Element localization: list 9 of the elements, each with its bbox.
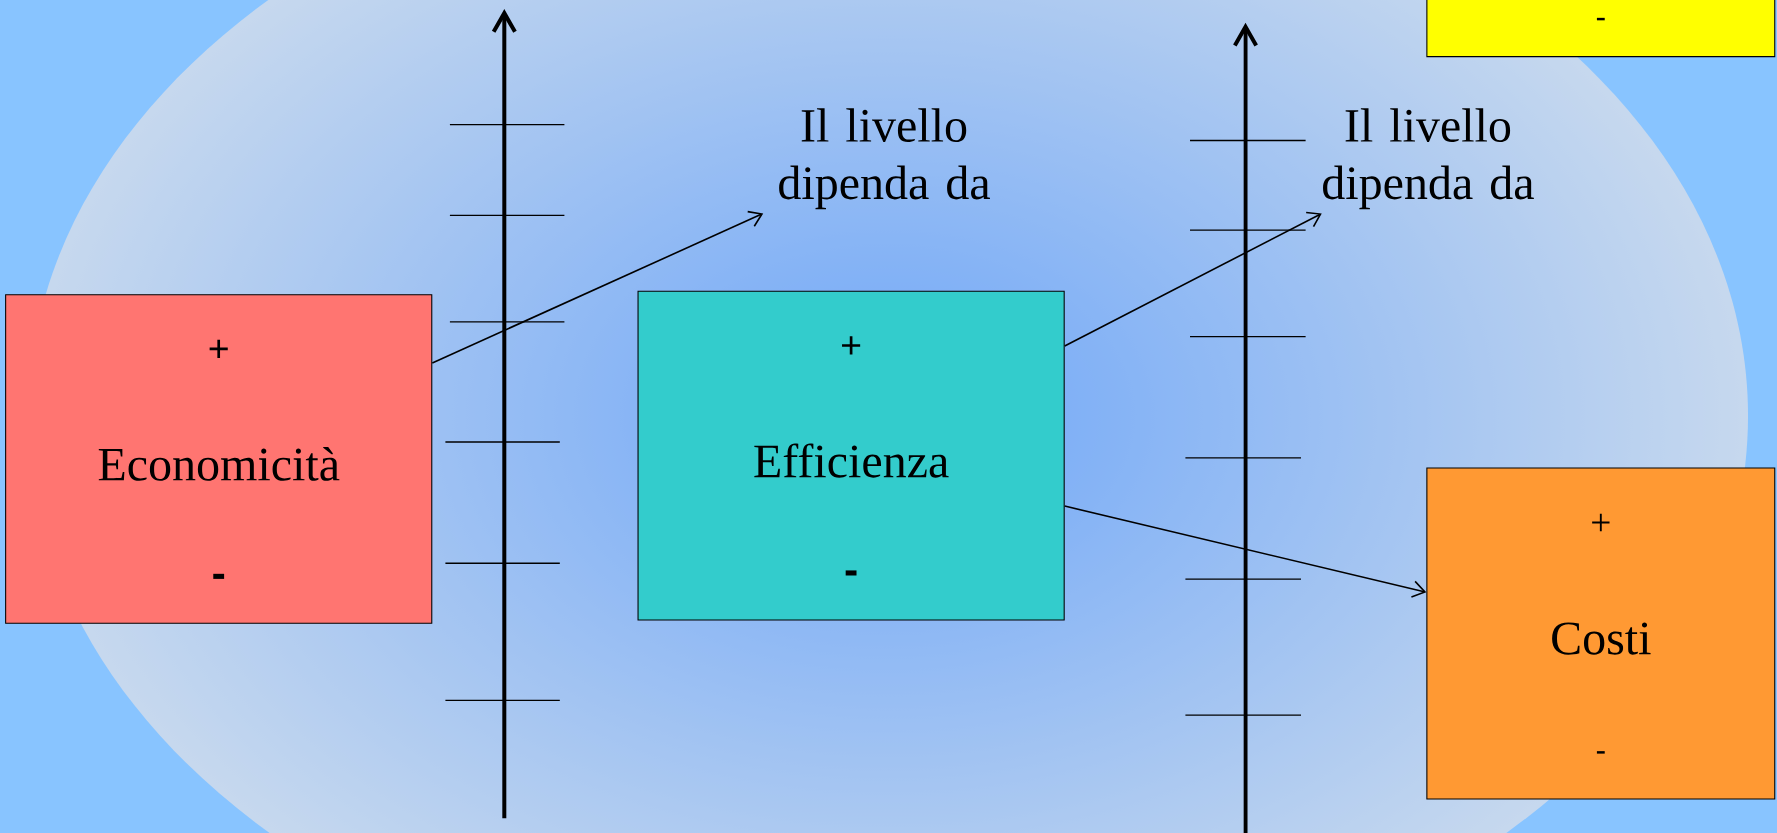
caption-text: Il livello dipenda da	[1323, 108, 1534, 210]
labelled-box: -	[1426, 0, 1776, 58]
labelled-box: + Economicità -	[5, 294, 433, 624]
arrow	[1063, 211, 1322, 347]
arrow	[1063, 505, 1427, 598]
arrow	[431, 210, 764, 364]
labelled-box: + Efficienza -	[637, 290, 1065, 621]
labelled-box: + Costi -	[1426, 467, 1776, 800]
caption-text: Il livello dipenda da	[779, 108, 990, 210]
